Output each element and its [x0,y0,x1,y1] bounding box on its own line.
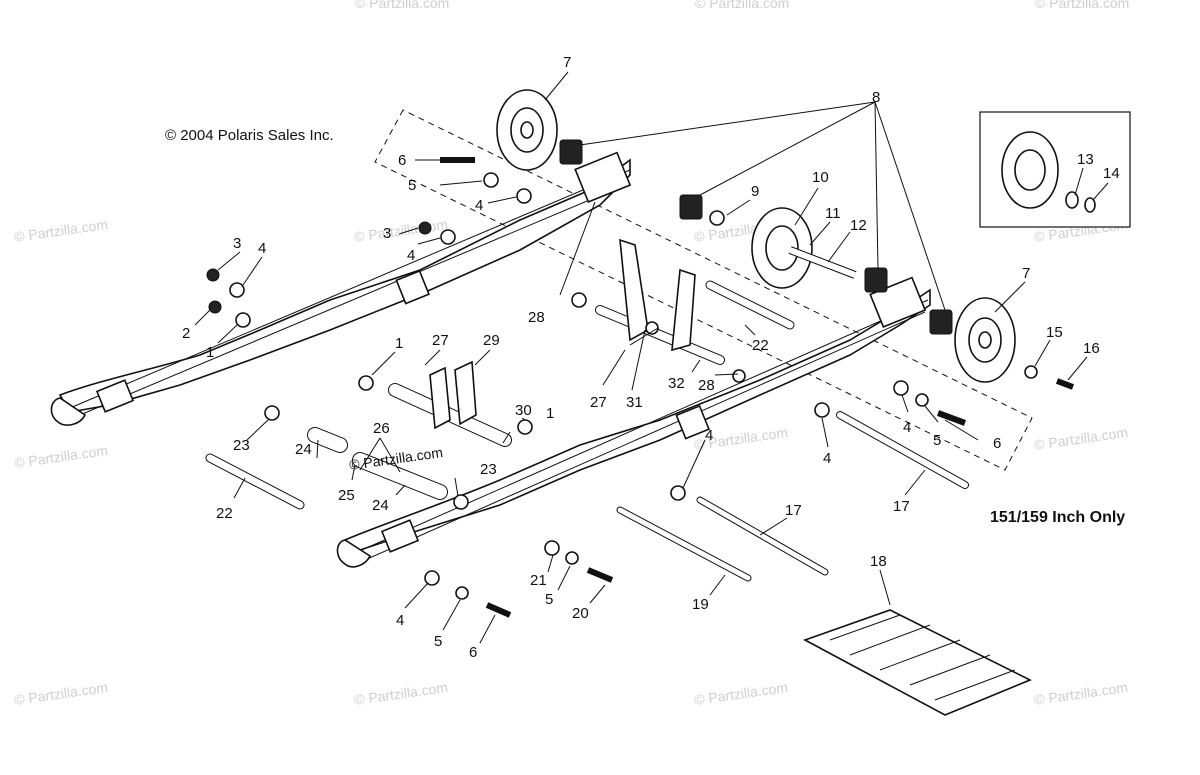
callout-4: 4 [407,247,415,264]
brackets [429,238,696,430]
callout-23: 23 [480,461,497,478]
callout-28: 28 [528,309,545,326]
callout-24: 24 [372,497,389,514]
watermark: © Partzilla.com [353,679,449,708]
callout-17: 17 [785,502,802,519]
callout-4: 4 [903,419,911,436]
callout-17: 17 [893,498,910,515]
bumpers [559,139,953,335]
callout-4: 4 [475,197,483,214]
callout-6: 6 [398,152,406,169]
left-rail-upper [50,151,632,426]
callout-4: 4 [258,240,266,257]
callout-26: 26 [373,420,390,437]
callout-27: 27 [590,394,607,411]
watermark: © Partzilla.com [353,216,449,245]
callout-6: 6 [469,644,477,661]
callout-5: 5 [545,591,553,608]
callout-12: 12 [850,217,867,234]
callout-4: 4 [823,450,831,467]
callout-32: 32 [668,375,685,392]
callout-11: 11 [825,205,841,222]
callout-30: 30 [515,402,532,419]
callout-15: 15 [1046,324,1063,341]
watermark: © Partzilla.com [355,0,449,11]
callout-21: 21 [530,572,547,589]
callout-16: 16 [1083,340,1100,357]
callout-5: 5 [434,633,442,650]
callout-22: 22 [752,337,769,354]
callout-labels: 7 8 6 5 4 3 4 3 4 2 1 1 9 10 11 12 13 14… [182,54,1120,661]
callout-14: 14 [1103,165,1120,182]
callout-13: 13 [1077,151,1094,168]
callout-27: 27 [432,332,449,349]
leader-lines [194,71,1109,644]
kit-outline [374,109,1033,471]
washers-and-hardware [206,157,1075,618]
callout-4: 4 [705,427,713,444]
callout-28: 28 [698,377,715,394]
watermark: © Partzilla.com [1035,0,1129,11]
callout-6: 6 [993,435,1001,452]
watermark: © Partzilla.com [693,679,789,708]
watermark: © Partzilla.com [695,0,789,11]
callout-8: 8 [872,89,880,106]
callout-31: 31 [626,394,643,411]
callout-3: 3 [233,235,241,252]
callout-10: 10 [812,169,829,186]
callout-25: 25 [338,487,355,504]
track-clips [803,609,1032,716]
callout-2: 2 [182,325,190,342]
callout-7: 7 [1022,265,1030,282]
callout-7: 7 [563,54,571,71]
watermark: © Partzilla.com [13,216,109,245]
idler-wheels [496,89,1096,383]
callout-18: 18 [870,553,887,570]
callout-22: 22 [216,505,233,522]
size-note: 151/159 Inch Only [990,509,1125,526]
callout-5: 5 [408,177,416,194]
callout-1: 1 [546,405,554,422]
watermark: © Partzilla.com [1033,424,1129,453]
callout-5: 5 [933,432,941,449]
callout-1: 1 [395,335,403,352]
callout-4: 4 [396,612,404,629]
callout-1: 1 [206,344,214,361]
callout-24: 24 [295,441,312,458]
callout-23: 23 [233,437,250,454]
callout-20: 20 [572,605,589,622]
callout-3: 3 [383,225,391,242]
cross-shafts [205,280,969,582]
callout-19: 19 [692,596,709,613]
watermark: © Partzilla.com [1033,679,1129,708]
callout-29: 29 [483,332,500,349]
copyright-text: © 2004 Polaris Sales Inc. [165,127,334,144]
watermark: © Partzilla.com [13,442,109,471]
watermark: © Partzilla.com [13,679,109,708]
callout-9: 9 [751,183,759,200]
